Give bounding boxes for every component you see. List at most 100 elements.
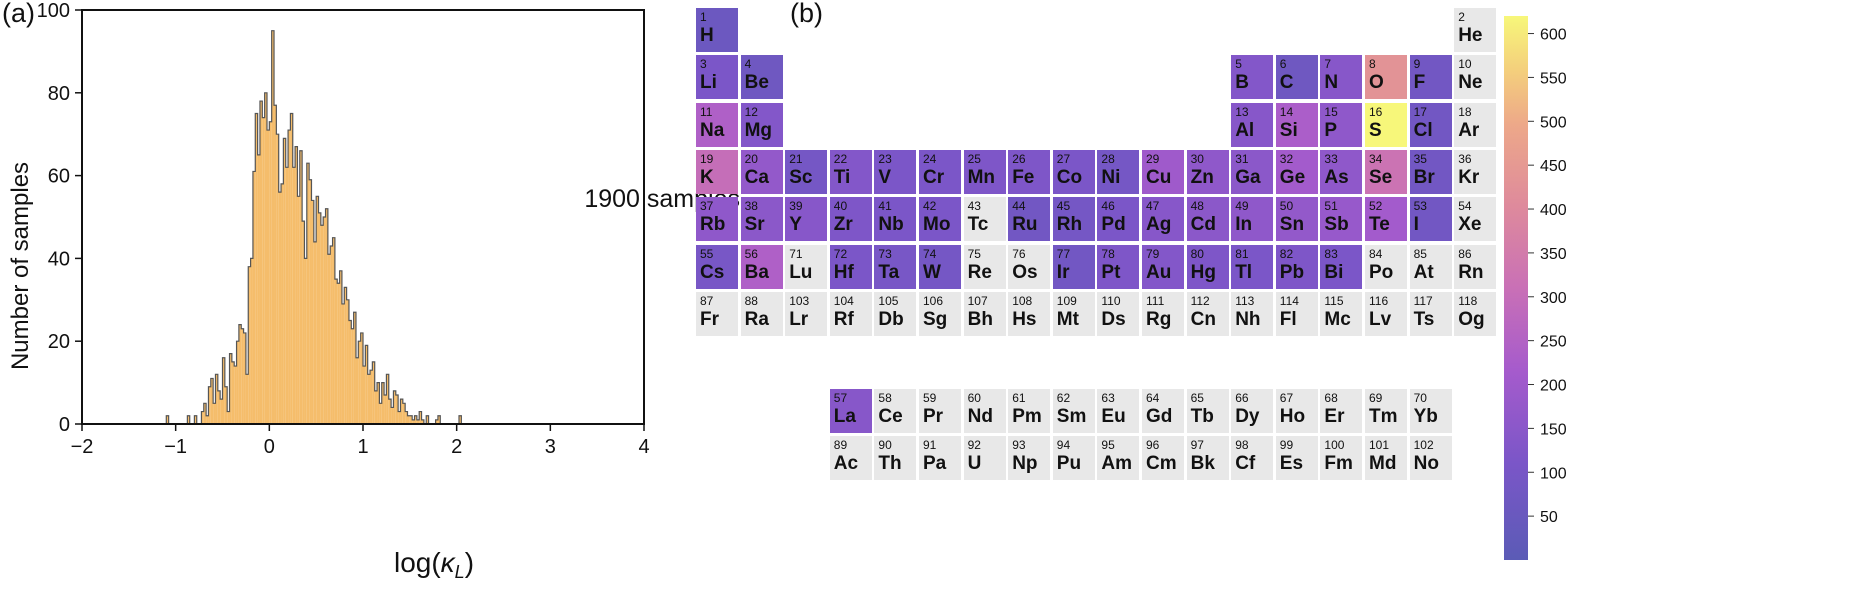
atomic-number: 75 <box>967 246 981 261</box>
x-axis-label-sub: L <box>455 562 465 582</box>
x-tick-label: 1 <box>357 436 368 458</box>
atomic-number: 26 <box>1012 151 1026 166</box>
atomic-number: 23 <box>878 151 892 166</box>
atomic-number: 62 <box>1056 391 1071 405</box>
panel-b-label: (b) <box>790 0 823 28</box>
element-symbol: La <box>833 406 856 427</box>
element-symbol: Rn <box>1458 261 1484 283</box>
element-symbol: Lr <box>789 308 809 330</box>
histogram-bar <box>227 411 230 424</box>
element-symbol: Sb <box>1324 214 1349 236</box>
histogram-bar <box>381 382 385 424</box>
colorbar-tick-label: 50 <box>1540 509 1558 526</box>
atomic-number: 37 <box>700 199 714 214</box>
y-tick-label: 40 <box>48 248 70 270</box>
histogram-bar <box>370 370 373 424</box>
atomic-number: 22 <box>833 151 848 166</box>
atomic-number: 16 <box>1369 104 1383 119</box>
histogram-bar <box>393 390 396 424</box>
atomic-number: 38 <box>744 199 758 214</box>
histogram-bar <box>421 419 424 424</box>
element-symbol: Zr <box>833 214 853 236</box>
histogram-bar <box>407 415 410 424</box>
atomic-number: 107 <box>967 293 988 308</box>
atomic-number: 18 <box>1458 104 1472 119</box>
histogram-bar <box>334 279 338 424</box>
element-symbol: Sn <box>1279 214 1305 236</box>
histogram-bar <box>414 415 417 424</box>
atomic-number: 40 <box>833 199 848 214</box>
histogram-bar <box>276 134 279 424</box>
element-symbol: Rb <box>700 214 726 236</box>
element-symbol: Re <box>967 261 992 283</box>
element-symbol: Hg <box>1190 261 1216 283</box>
element-symbol: Am <box>1101 453 1133 474</box>
atomic-number: 113 <box>1235 293 1255 308</box>
element-symbol: Bi <box>1324 261 1344 283</box>
element-symbol: P <box>1324 119 1338 141</box>
atomic-number: 88 <box>744 293 758 308</box>
colorbar-tick-label: 150 <box>1540 421 1567 438</box>
element-symbol: Nd <box>967 406 993 427</box>
histogram-bar <box>360 332 363 424</box>
element-symbol: Yb <box>1413 406 1438 427</box>
atomic-number: 83 <box>1324 246 1338 261</box>
element-symbol: Ra <box>744 308 769 330</box>
histogram-bar <box>262 117 265 424</box>
histogram-bar <box>374 390 378 424</box>
atomic-number: 72 <box>833 246 848 261</box>
element-symbol: Pa <box>923 453 947 474</box>
element-symbol: Kr <box>1458 166 1480 188</box>
element-symbol: Ag <box>1146 214 1172 236</box>
element-symbol: Bh <box>967 308 993 330</box>
element-symbol: Br <box>1413 166 1435 188</box>
histogram-bar <box>281 183 284 424</box>
element-symbol: Nb <box>878 214 904 236</box>
histogram-bar <box>222 357 225 424</box>
histogram-bar <box>398 411 401 424</box>
histogram-bar <box>187 415 190 424</box>
atomic-number: 50 <box>1279 199 1294 214</box>
histogram-bar <box>245 374 249 424</box>
colorbar-tick-label: 400 <box>1540 202 1567 219</box>
histogram-bar <box>264 92 267 425</box>
histogram-bar <box>332 237 335 424</box>
element-symbol: Pd <box>1101 214 1126 236</box>
histogram-bars <box>165 30 462 425</box>
histogram-bar <box>290 113 293 424</box>
atomic-number: 51 <box>1324 199 1338 214</box>
element-symbol: Mt <box>1056 308 1079 330</box>
histogram-bar <box>248 266 251 424</box>
histogram-bar <box>274 105 277 424</box>
